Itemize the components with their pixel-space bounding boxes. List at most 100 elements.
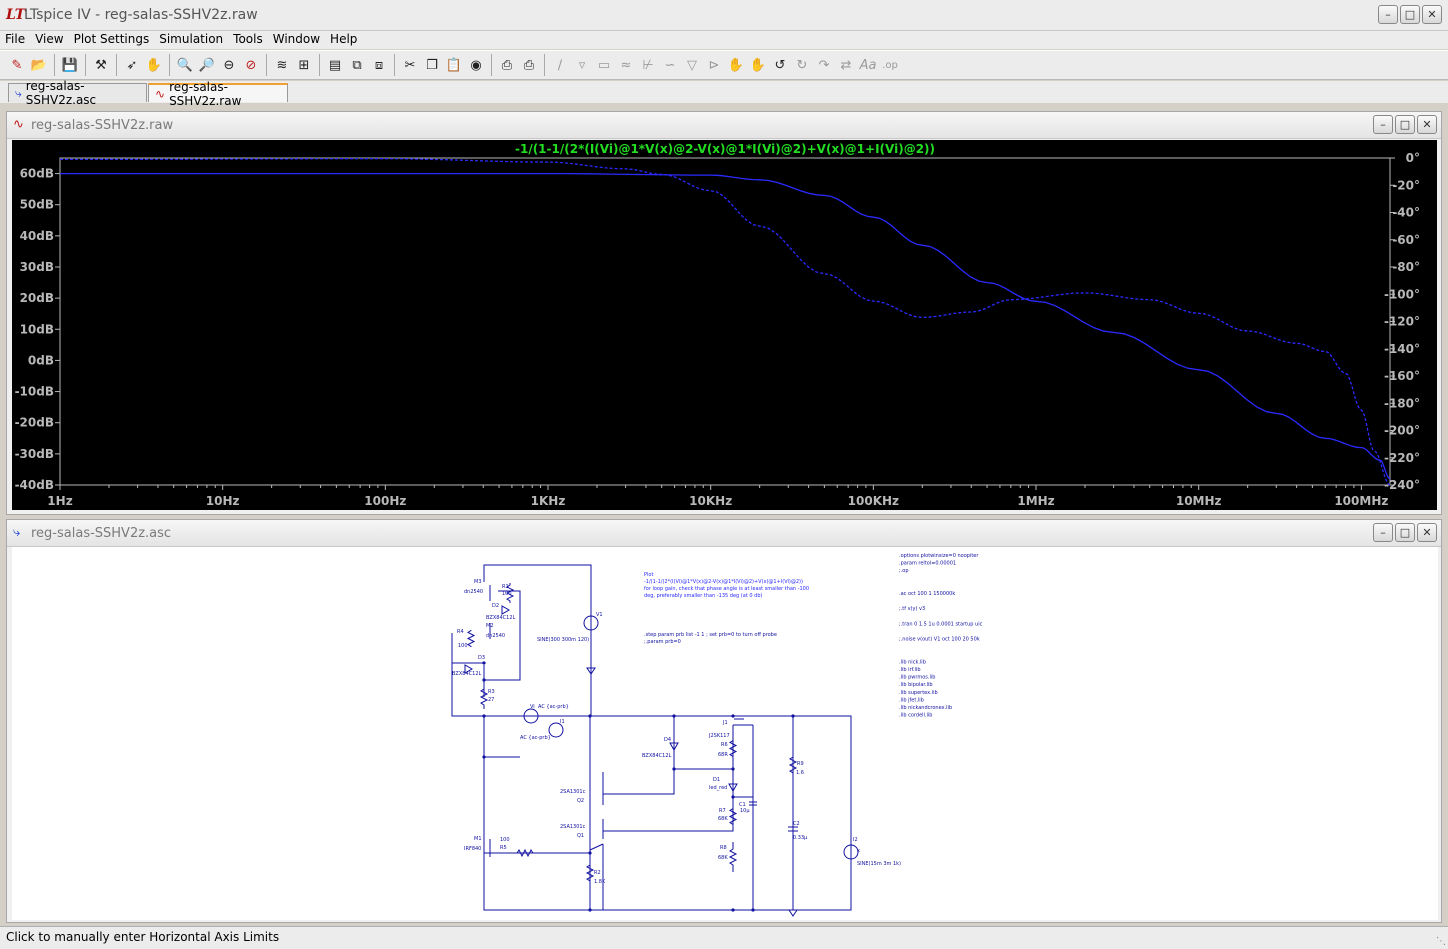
resistor-icon[interactable]: ≈	[620, 57, 632, 73]
capacitor-icon[interactable]: ⊬	[642, 57, 654, 73]
control-panel-icon[interactable]: ⚒	[95, 57, 107, 73]
component-label: C2	[793, 821, 800, 827]
maximize-button[interactable]: □	[1395, 115, 1415, 134]
component-label: led_red	[709, 785, 727, 791]
undo-icon[interactable]: ↺	[774, 57, 786, 73]
menu-tools[interactable]: Tools	[233, 32, 263, 46]
schematic-window-controls: – □ ✕	[1373, 523, 1437, 542]
drag-hand-icon[interactable]: ✋	[749, 57, 767, 73]
component-label: SINE(300 300m 120)	[537, 637, 589, 643]
diode-icon[interactable]: ▽	[687, 57, 697, 73]
zoom-out-icon[interactable]: ⊖	[223, 57, 235, 73]
schematic-window-title: reg-salas-SSHV2z.asc	[31, 526, 172, 541]
ltspice-logo-icon: LT	[6, 7, 26, 23]
autorange-icon[interactable]: ≋	[276, 57, 288, 73]
current-source-i1	[548, 722, 564, 738]
tab-schematic[interactable]: ⤷ reg-salas-SSHV2z.asc	[8, 79, 147, 107]
component-label: D1	[713, 777, 720, 783]
tab-waveform[interactable]: ∿ reg-salas-SSHV2z.raw	[148, 80, 288, 108]
menu-plot-settings[interactable]: Plot Settings	[73, 32, 150, 46]
component-label: 68K	[718, 816, 728, 822]
open-folder-icon[interactable]: 📂	[30, 57, 48, 73]
spice-directive-line: .options plotwinsize=0 noopiter	[899, 553, 979, 559]
junction-dot	[791, 714, 795, 718]
schematic-drawing[interactable]: M3dn2540R1100D2BZX84C12LM2dn2540R4100D3B…	[12, 547, 1438, 920]
minimize-button[interactable]: –	[1373, 115, 1393, 134]
pan-icon[interactable]: 🔎	[198, 57, 216, 73]
spice-directive-icon[interactable]: .op	[882, 59, 898, 71]
component-label: R4	[457, 629, 464, 635]
maximize-button[interactable]: □	[1400, 5, 1420, 24]
mirror-icon[interactable]: ⇄	[840, 57, 852, 73]
y-tick-label-right: -240°	[1384, 478, 1420, 492]
menu-help[interactable]: Help	[330, 32, 358, 46]
y-tick-label-right: -160°	[1384, 369, 1420, 383]
rotate-icon[interactable]: ↷	[818, 57, 830, 73]
copy-icon[interactable]: ❐	[426, 57, 438, 73]
print-preview-icon[interactable]: ⎙	[501, 57, 513, 73]
component-label: Q2	[577, 798, 584, 804]
zoom-cancel-icon[interactable]: ⊘	[245, 57, 257, 73]
tile-horizontal-icon[interactable]: ▤	[328, 57, 342, 73]
spice-directive-line: .lib nickandcronex.lib	[899, 705, 952, 711]
junction-dot	[588, 714, 592, 718]
status-bar: Click to manually enter Horizontal Axis …	[0, 926, 1448, 949]
x-tick-label: 100Hz	[364, 494, 406, 508]
junction-dot	[482, 678, 486, 682]
print-icon[interactable]: ⎙	[523, 57, 535, 73]
component-icon[interactable]: ⊳	[708, 57, 720, 73]
component-label: R2	[594, 870, 601, 876]
y-tick-label-right: -200°	[1384, 424, 1420, 438]
plot-window-titlebar[interactable]: ∿ reg-salas-SSHV2z.raw – □ ✕	[7, 112, 1441, 139]
menu-file[interactable]: File	[5, 32, 26, 46]
plot-frame	[59, 157, 1391, 486]
find-binoculars-icon[interactable]: ◉	[470, 57, 482, 73]
junction-dot	[672, 767, 676, 771]
cascade-icon[interactable]: ⧉	[352, 57, 362, 73]
component-label: J2SK117	[708, 733, 730, 739]
voltage-source-vi	[523, 708, 539, 724]
component-label: BZX84C12L	[642, 753, 671, 759]
tile-vertical-icon[interactable]: ⧈	[374, 57, 384, 73]
junction-dot	[751, 908, 755, 912]
save-icon[interactable]: 💾	[61, 57, 79, 73]
ground-icon[interactable]: ▿	[578, 57, 586, 73]
toolbar-separator	[266, 54, 267, 76]
draw-wire-icon[interactable]: ∕	[557, 57, 563, 73]
size-grip-icon[interactable]: ⋱	[1436, 936, 1446, 947]
paste-icon[interactable]: 📋	[445, 57, 463, 73]
plot-note-line: deg, preferably smaller than -135 deg (a…	[644, 593, 762, 599]
minimize-button[interactable]: –	[1373, 523, 1393, 542]
menu-view[interactable]: View	[35, 32, 64, 46]
text-icon[interactable]: Aa	[859, 57, 877, 73]
schematic-window-titlebar[interactable]: ⤷ reg-salas-SSHV2z.asc – □ ✕	[7, 520, 1441, 547]
maximize-button[interactable]: □	[1395, 523, 1415, 542]
halt-hand-icon[interactable]: ✋	[145, 57, 163, 73]
close-button[interactable]: ✕	[1417, 115, 1437, 134]
waveform-icon: ∿	[13, 117, 24, 132]
minimize-button[interactable]: –	[1378, 5, 1398, 24]
resistor-r4	[466, 630, 476, 647]
component-label: Vi	[530, 704, 535, 710]
inductor-icon[interactable]: ∽	[664, 57, 676, 73]
redo-icon[interactable]: ↻	[796, 57, 808, 73]
close-button[interactable]: ✕	[1417, 523, 1437, 542]
bode-plot[interactable]: 60dB50dB40dB30dB20dB10dB0dB-10dB-20dB-30…	[12, 140, 1437, 510]
move-hand-icon[interactable]: ✋	[727, 57, 745, 73]
mark-unref-icon[interactable]: ⊞	[298, 57, 310, 73]
run-icon[interactable]: ➶	[126, 57, 138, 73]
menu-window[interactable]: Window	[272, 32, 321, 46]
ground-icon	[586, 667, 596, 675]
zoom-in-icon[interactable]: 🔍	[176, 57, 194, 73]
label-net-icon[interactable]: ▭	[597, 57, 611, 73]
new-schematic-icon[interactable]: ✎	[11, 57, 23, 73]
spice-directive-line: .lib pwrmos.lib	[899, 675, 935, 681]
toolbar-separator	[116, 54, 117, 76]
menu-simulation[interactable]: Simulation	[159, 32, 224, 46]
cut-icon[interactable]: ✂	[404, 57, 416, 73]
toolbar-separator	[319, 54, 320, 76]
close-button[interactable]: ✕	[1422, 5, 1442, 24]
y-tick-label-right: -180°	[1384, 396, 1420, 410]
